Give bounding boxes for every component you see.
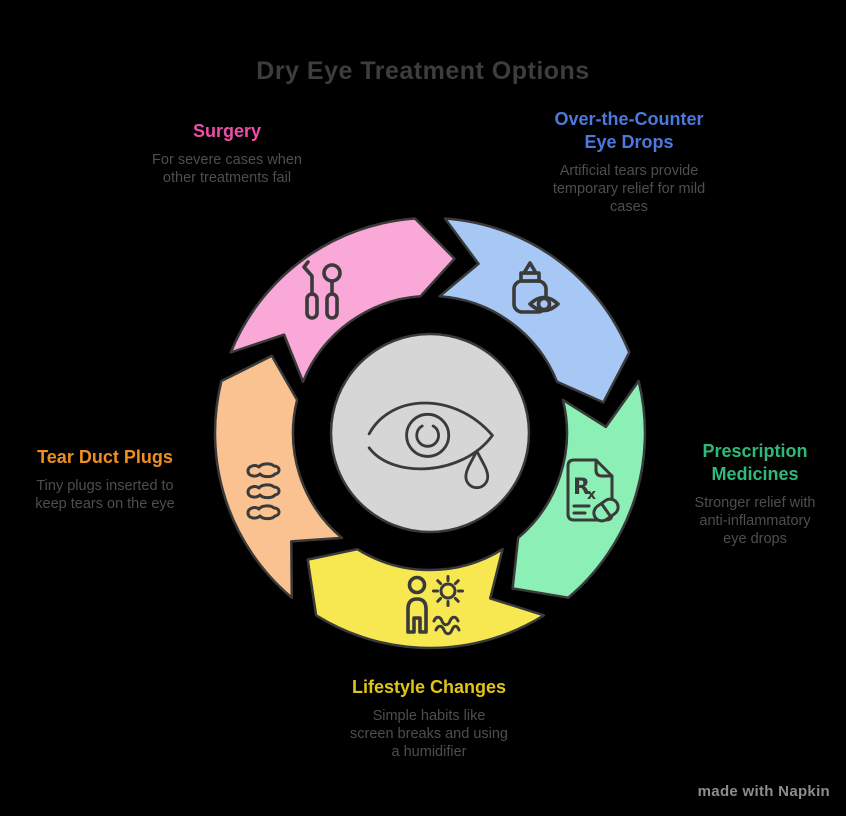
rx-document-pill-icon: R x <box>566 458 620 523</box>
svg-text:x: x <box>587 487 596 503</box>
lifestyle-changes-description: Simple habits like screen breaks and usi… <box>350 708 508 760</box>
punctal-plugs-icon <box>246 462 281 521</box>
otc-eye-drops-description: Artificial tears provide temporary relie… <box>552 163 706 215</box>
otc-eye-drops-label-block: Over-the-Counter Eye Drops Artificial te… <box>519 108 739 216</box>
person-sun-icon <box>406 575 464 636</box>
tear-duct-plugs-segment <box>213 354 344 599</box>
tear-duct-plugs-description: Tiny plugs inserted to keep tears on the… <box>35 478 175 512</box>
lifestyle-changes-label-block: Lifestyle Changes Simple habits like scr… <box>319 676 539 761</box>
lifestyle-changes-segment <box>306 547 546 650</box>
surgery-description: For severe cases when other treatments f… <box>152 152 302 186</box>
eye-with-tear-icon <box>367 401 494 489</box>
eye-drops-bottle-icon <box>512 261 560 314</box>
prescription-medicines-label-block: Prescription Medicines Stronger relief w… <box>650 440 846 548</box>
surgery-label-block: Surgery For severe cases when other trea… <box>117 120 337 187</box>
surgery-heading: Surgery <box>192 121 262 141</box>
svg-text:R: R <box>573 475 590 500</box>
watermark: made with Napkin <box>697 783 830 800</box>
lifestyle-changes-heading: Lifestyle Changes <box>351 677 507 697</box>
tear-duct-plugs-heading: Tear Duct Plugs <box>37 447 173 467</box>
prescription-medicines-segment <box>511 379 647 599</box>
prescription-medicines-heading: Prescription Medicines <box>702 441 808 484</box>
otc-eye-drops-heading: Over-the-Counter Eye Drops <box>554 109 704 152</box>
prescription-medicines-description: Stronger relief with anti-inflammatory e… <box>694 495 816 547</box>
sun-rays <box>432 575 464 607</box>
center-disc <box>329 332 531 534</box>
page-title: Dry Eye Treatment Options <box>256 57 590 85</box>
surgery-segment <box>229 217 456 383</box>
surgical-tools-icon <box>302 260 342 320</box>
tear-duct-plugs-label-block: Tear Duct Plugs Tiny plugs inserted to k… <box>0 446 210 513</box>
